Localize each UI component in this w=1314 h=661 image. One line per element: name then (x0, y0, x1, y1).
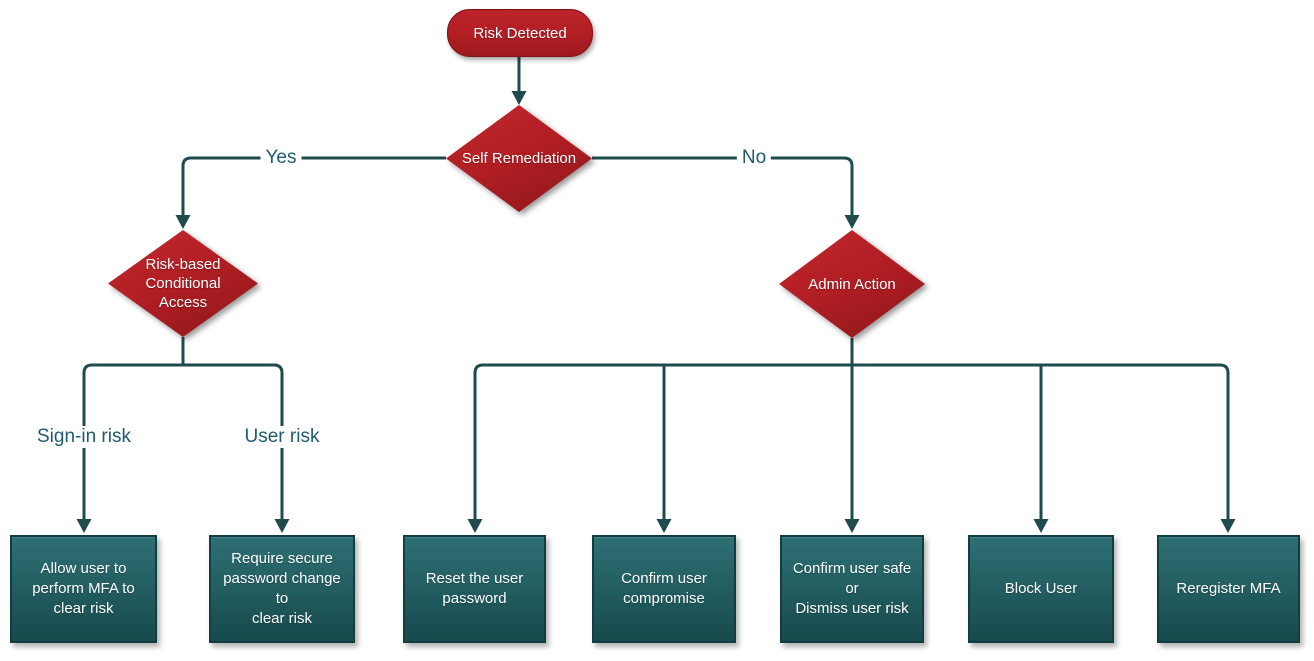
arrowhead (656, 519, 672, 533)
node-label: Allow user to perform MFA to clear risk (32, 560, 135, 617)
node-label: Block User (1004, 580, 1078, 597)
edge-label-yes: Yes (260, 147, 302, 169)
edge-label-sign-in-risk: Sign-in risk (32, 426, 136, 448)
arrowhead (1220, 519, 1236, 533)
arrowhead (175, 215, 191, 229)
arrowhead (511, 91, 527, 105)
node-label: Risk-based Conditional Access (145, 256, 221, 311)
node-reregister-mfa: Reregister MFA (1157, 535, 1300, 643)
edge-yes (181, 156, 446, 215)
node-risk-detected: Risk Detected (447, 9, 593, 57)
node-risk-based-conditional-access: Risk-based Conditional Access (108, 230, 258, 337)
node-self-remediation: Self Remediation (446, 105, 592, 212)
arrowhead (467, 519, 483, 533)
node-label: Self Remediation (461, 150, 577, 167)
node-label: Require secure password change to clear … (223, 550, 341, 627)
node-label: Confirm user compromise (621, 570, 707, 607)
edge-admin-rail (473, 363, 1230, 519)
edge-no (592, 156, 854, 215)
node-block-user: Block User (968, 535, 1114, 643)
node-label: Risk Detected (473, 24, 567, 42)
arrowhead (274, 519, 290, 533)
arrowhead (76, 519, 92, 533)
node-confirm-compromise: Confirm user compromise (592, 535, 736, 643)
node-require-password-change: Require secure password change to clear … (209, 535, 355, 643)
node-allow-mfa: Allow user to perform MFA to clear risk (10, 535, 157, 643)
arrowhead (844, 215, 860, 229)
edge-label-no: No (736, 147, 772, 169)
arrowhead (1033, 519, 1049, 533)
node-label: Reregister MFA (1176, 580, 1281, 597)
arrowhead (844, 519, 860, 533)
node-label: Reset the user password (425, 570, 524, 607)
node-reset-password: Reset the user password (403, 535, 546, 643)
edge-label-user-risk: User risk (239, 426, 325, 448)
node-label: Confirm user safe or Dismiss user risk (792, 560, 912, 617)
node-label: Admin Action (808, 275, 896, 293)
node-confirm-safe-dismiss: Confirm user safe or Dismiss user risk (780, 535, 924, 643)
node-admin-action: Admin Action (779, 230, 925, 338)
